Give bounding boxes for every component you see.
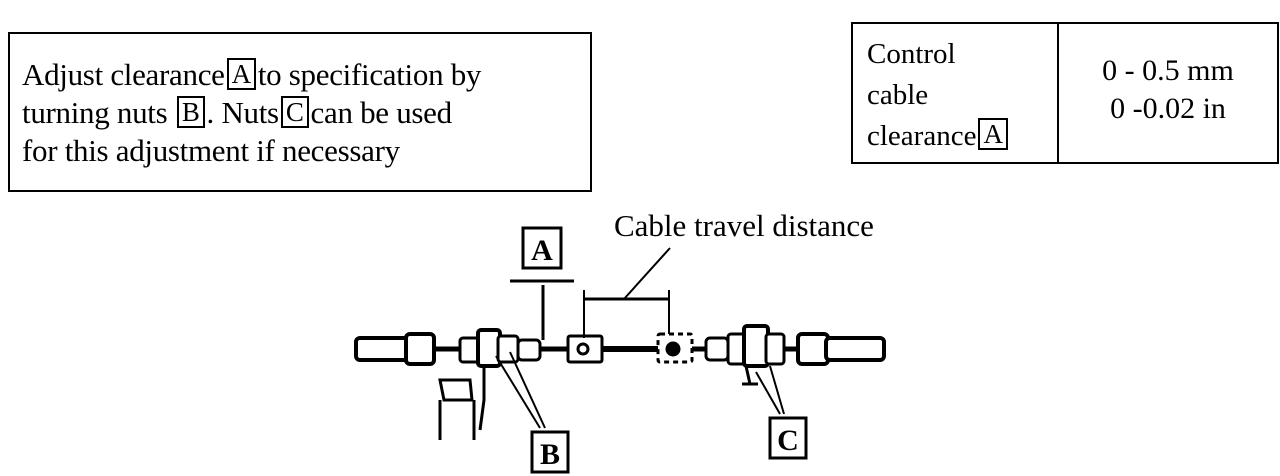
- leader-c-2: [769, 365, 785, 415]
- cable-end-fitting: [566, 334, 604, 364]
- cable-end-pin: [576, 342, 590, 356]
- right-cable-casing: [824, 336, 886, 362]
- travel-distance-label: Cable travel distance: [614, 208, 874, 243]
- left-casing-sleeve: [404, 332, 436, 366]
- instruction-text: can be used: [310, 95, 453, 130]
- left-adjuster-end: [516, 338, 542, 362]
- spec-label-line-1: Control: [867, 38, 956, 70]
- instruction-text: turning nuts: [22, 95, 175, 130]
- callout-tag-a: A: [226, 58, 256, 90]
- callout-box-b: [530, 430, 570, 474]
- right-adjuster-nut-3: [764, 332, 786, 366]
- callout-label-a: A: [531, 234, 553, 267]
- callout-tag-b: B: [176, 96, 205, 128]
- left-cable-casing: [354, 336, 410, 362]
- left-bracket: [478, 366, 486, 431]
- left-bracket-plate: [438, 378, 474, 402]
- spec-label-line-2: cable: [867, 79, 929, 111]
- leader-b-2: [509, 351, 546, 429]
- right-bracket-foot: [742, 365, 758, 386]
- leader-c-1: [755, 371, 781, 415]
- callout-label-b: B: [540, 438, 560, 471]
- left-adjuster-nut-3: [496, 334, 520, 364]
- right-adjuster-end: [704, 336, 730, 362]
- instruction-text: to specification by: [257, 57, 482, 92]
- callout-label-c: C: [777, 424, 799, 457]
- right-adjuster-nut-2: [742, 324, 770, 368]
- spec-value-mm: 0 - 0.5 mm: [1102, 54, 1234, 87]
- instruction-line-3: for this adjustment if necessary: [22, 133, 400, 168]
- right-casing-sleeve: [796, 332, 830, 366]
- leader-b-1: [495, 355, 541, 429]
- travel-leader-line: [623, 247, 671, 300]
- instruction-text: . Nuts: [206, 95, 280, 130]
- callout-box-a: [521, 226, 563, 270]
- spec-value-in: 0 -0.02 in: [1110, 92, 1226, 125]
- callout-box-c: [768, 416, 808, 460]
- spec-callout-tag-a: A: [978, 118, 1008, 150]
- spec-value-cell: 0 - 0.5 mm 0 -0.02 in: [1059, 24, 1277, 162]
- travel-position-pin: [665, 341, 681, 357]
- instruction-text: Adjust clearance: [22, 57, 225, 92]
- callout-tag-c: C: [280, 96, 309, 128]
- spec-label-text: clearance: [867, 120, 977, 152]
